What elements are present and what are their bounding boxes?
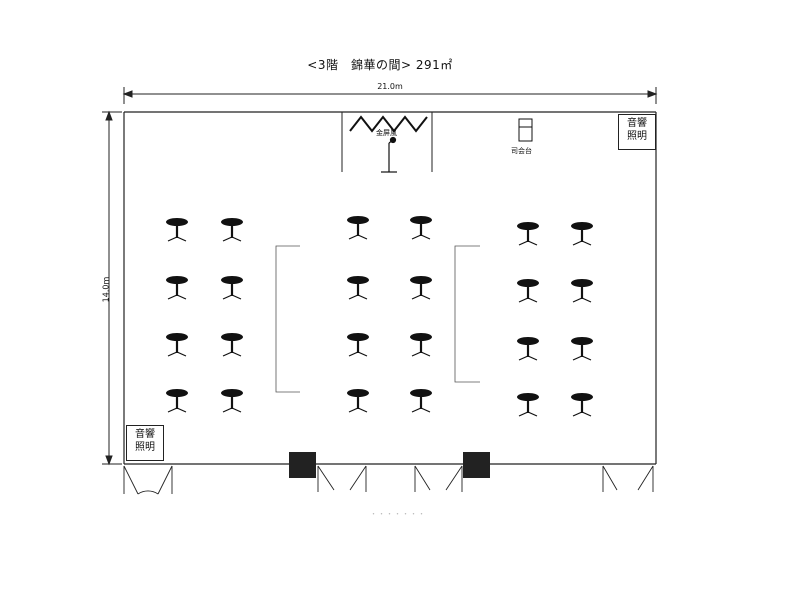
cocktail-table [517, 222, 539, 246]
pillar-right [463, 452, 490, 478]
cocktail-table [166, 389, 188, 413]
cocktail-table [347, 276, 369, 300]
podium-icon [518, 118, 533, 142]
audio-lighting-box-top: 音響 照明 [618, 114, 656, 150]
cocktail-table [410, 276, 432, 300]
audio-lighting-box-bottom: 音響 照明 [126, 425, 164, 461]
golden-screen-label: 金屏風 [376, 129, 397, 137]
cocktail-table [166, 333, 188, 357]
cocktail-table [166, 276, 188, 300]
room-outline [123, 111, 657, 465]
audio-label-bottom: 音響 [135, 429, 155, 440]
cocktail-table [410, 389, 432, 413]
audio-label-top: 音響 [627, 118, 647, 129]
lighting-label-top: 照明 [627, 131, 647, 142]
stage-area [341, 112, 433, 172]
width-dimension-label: 21.0m [377, 82, 403, 91]
cocktail-table [221, 333, 243, 357]
footer-faint-text: ・・・・・・・ [370, 510, 426, 518]
cocktail-table [347, 389, 369, 413]
cocktail-table [166, 218, 188, 242]
cocktail-table [221, 218, 243, 242]
cocktail-table [517, 337, 539, 361]
golden-screen-icon [349, 115, 428, 133]
cocktail-table [410, 216, 432, 240]
cocktail-table [517, 393, 539, 417]
cocktail-table [517, 279, 539, 303]
cocktail-table [347, 216, 369, 240]
cocktail-table [347, 333, 369, 357]
cocktail-table [571, 393, 593, 417]
floor-title: <3階 錦華の間> 291㎡ [307, 58, 453, 72]
cocktail-table [571, 337, 593, 361]
podium-label: 司会台 [511, 147, 532, 155]
cocktail-table [410, 333, 432, 357]
doors [123, 465, 654, 495]
cocktail-table [221, 276, 243, 300]
cocktail-table [221, 389, 243, 413]
microphone-icon [381, 136, 397, 173]
lighting-label-bottom: 照明 [135, 442, 155, 453]
cocktail-table [571, 222, 593, 246]
pillar-left [289, 452, 316, 478]
cocktail-table [571, 279, 593, 303]
height-dimension-line [102, 110, 122, 466]
table-group [166, 216, 593, 417]
width-dimension-line [122, 87, 658, 104]
partition-lines [275, 245, 480, 393]
